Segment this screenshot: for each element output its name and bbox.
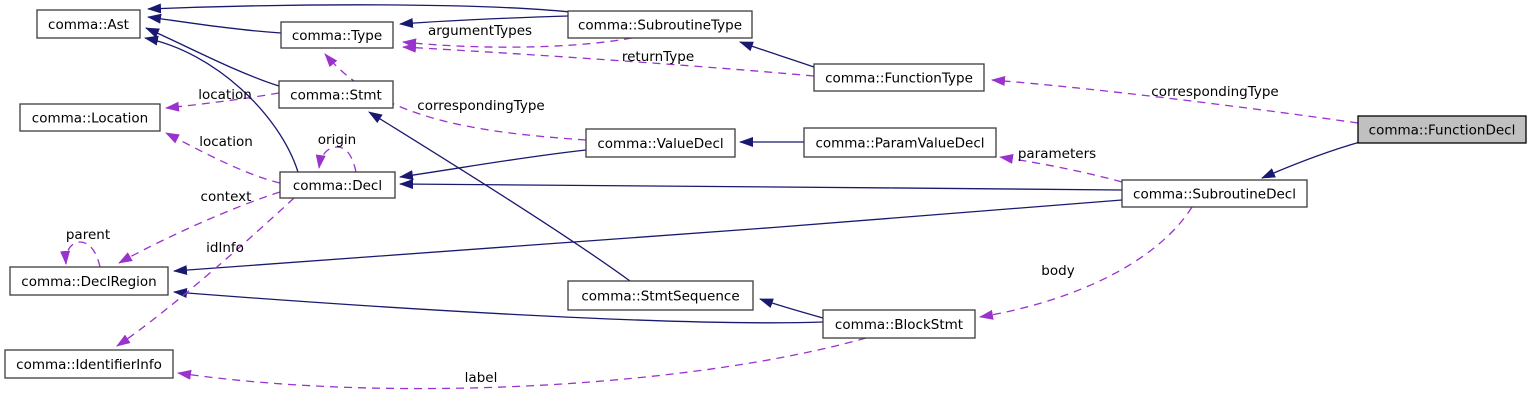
node-comma-decl-label: comma::Decl <box>293 178 382 194</box>
edge-type-to-ast <box>147 13 282 34</box>
node-comma-paramvaluedecl[interactable]: comma::ParamValueDecl <box>803 127 997 158</box>
edge-context <box>118 191 281 264</box>
edge-body <box>979 206 1193 320</box>
node-comma-subroutinedecl[interactable]: comma::SubroutineDecl <box>1121 179 1308 208</box>
edge-corresponding-type-function <box>991 76 1359 124</box>
node-comma-subroutinetype-label: comma::SubroutineType <box>578 18 742 34</box>
edge-origin-self-loop <box>315 146 357 173</box>
edge-block-label <box>177 337 867 390</box>
edge-label-block-label: label <box>465 370 498 386</box>
edge-valuedecl-to-decl <box>399 149 587 181</box>
edge-return-type <box>402 42 815 77</box>
edge-label-context: context <box>201 189 252 205</box>
edge-blockstmt-to-stmtsequence <box>759 298 824 319</box>
node-comma-valuedecl[interactable]: comma::ValueDecl <box>585 128 736 158</box>
edge-subroutinetype-to-ast <box>147 3 571 14</box>
edge-location-decl <box>165 132 281 184</box>
edge-subroutinedecl-to-decl <box>399 179 1123 191</box>
node-comma-decl[interactable]: comma::Decl <box>279 171 396 199</box>
node-comma-functiondecl: comma::FunctionDecl <box>1357 115 1527 144</box>
edge-corresponding-type-value <box>324 53 587 141</box>
edge-label-corresponding-type-value: correspondingType <box>417 98 544 114</box>
node-comma-identifierinfo-label: comma::IdentifierInfo <box>16 357 162 373</box>
edge-stmt-to-ast <box>145 27 280 87</box>
edge-label-id-info: idInfo <box>206 240 244 256</box>
edge-label-origin: origin <box>318 132 356 148</box>
node-comma-declregion[interactable]: comma::DeclRegion <box>9 266 169 296</box>
edge-label-parent: parent <box>66 227 110 243</box>
node-comma-functiontype-label: comma::FunctionType <box>825 71 973 87</box>
node-comma-blockstmt[interactable]: comma::BlockStmt <box>822 309 976 339</box>
node-comma-valuedecl-label: comma::ValueDecl <box>597 136 723 152</box>
edge-blockstmt-to-declregion <box>173 288 824 324</box>
edge-label-body: body <box>1041 263 1074 279</box>
edge-label-return-type: returnType <box>622 49 694 65</box>
edge-label-parameters: parameters <box>1018 146 1096 162</box>
node-comma-subroutinedecl-label: comma::SubroutineDecl <box>1133 187 1296 203</box>
node-comma-stmt-label: comma::Stmt <box>290 88 382 104</box>
node-comma-paramvaluedecl-label: comma::ParamValueDecl <box>815 136 984 152</box>
edge-subroutinetype-to-type <box>399 15 569 28</box>
edge-label-location-stmt: location <box>198 87 252 103</box>
node-comma-type-label: comma::Type <box>292 28 382 44</box>
edge-parameters <box>999 153 1123 183</box>
edge-id-info <box>116 197 295 347</box>
edge-argument-types <box>402 37 633 49</box>
node-comma-functiondecl-label: comma::FunctionDecl <box>1369 123 1516 139</box>
node-comma-functiontype[interactable]: comma::FunctionType <box>813 63 985 92</box>
edge-label-location-decl: location <box>199 134 253 150</box>
node-comma-stmtsequence[interactable]: comma::StmtSequence <box>567 280 754 311</box>
node-comma-type[interactable]: comma::Type <box>280 21 394 49</box>
edge-subroutinedecl-to-declregion <box>173 199 1123 276</box>
edge-stmtsequence-to-stmt <box>368 111 631 282</box>
edge-label-corresponding-type-function: correspondingType <box>1151 84 1278 100</box>
edge-label-argument-types: argumentTypes <box>428 23 532 39</box>
edge-functiondecl-to-subroutinedecl <box>1261 141 1361 179</box>
node-comma-declregion-label: comma::DeclRegion <box>21 274 156 290</box>
node-comma-location-label: comma::Location <box>32 111 148 127</box>
edge-parent-self-loop <box>60 241 101 268</box>
node-comma-subroutinetype[interactable]: comma::SubroutineType <box>567 10 753 39</box>
node-comma-stmt[interactable]: comma::Stmt <box>278 80 394 109</box>
node-comma-ast[interactable]: comma::Ast <box>36 9 141 39</box>
edge-location-stmt <box>165 92 280 112</box>
edge-decl-to-ast <box>144 35 299 173</box>
node-comma-ast-label: comma::Ast <box>48 17 129 33</box>
edge-functiontype-to-subroutinetype <box>739 41 815 68</box>
node-comma-location[interactable]: comma::Location <box>19 103 161 132</box>
node-comma-identifierinfo[interactable]: comma::IdentifierInfo <box>4 349 174 379</box>
node-comma-stmtsequence-label: comma::StmtSequence <box>581 289 739 305</box>
node-comma-blockstmt-label: comma::BlockStmt <box>835 317 963 333</box>
